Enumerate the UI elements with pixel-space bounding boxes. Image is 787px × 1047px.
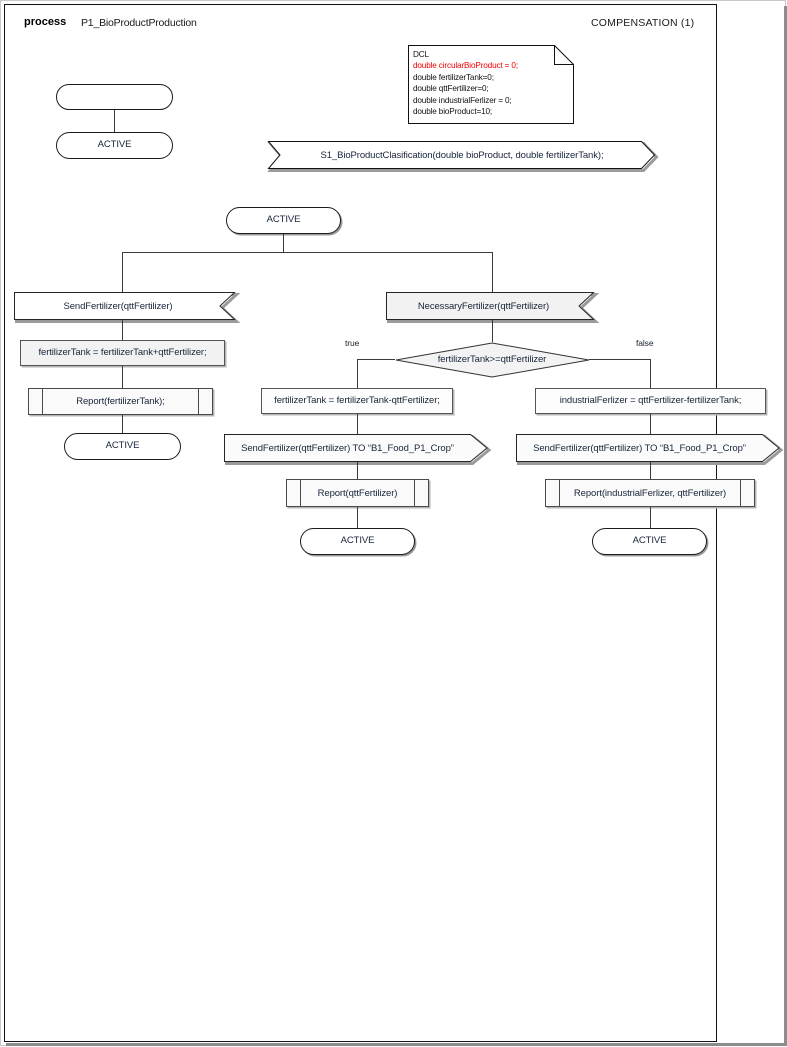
connector-false-1 (650, 414, 651, 434)
receive-necessary-fertilizer[interactable]: NecessaryFertilizer(qttFertilizer) (386, 292, 600, 323)
branch-true-horizontal (357, 359, 395, 360)
connector-start-to-active1 (114, 110, 115, 132)
predefined-report-false[interactable]: Report(industrialFerlizer, qttFertilizer… (545, 479, 755, 507)
start-node[interactable] (56, 84, 173, 110)
hexagon-shape-icon (267, 141, 659, 172)
state-active-1[interactable]: ACTIVE (56, 132, 173, 159)
predefined-report-left-label: Report(fertilizerTank); (76, 396, 165, 407)
note-line-3: double industrialFerlizer = 0; (413, 95, 512, 105)
branch-false-vertical (650, 359, 651, 388)
page-border-right (716, 4, 717, 1042)
send-arrow-shape-icon (224, 434, 492, 465)
state-active-left-end[interactable]: ACTIVE (64, 433, 181, 460)
state-active-2[interactable]: ACTIVE (226, 207, 341, 234)
note-line-4: double bioProduct=10; (413, 107, 493, 117)
decision-label: fertilizerTank>=qttFertilizer (437, 353, 547, 365)
predef-bar-right (198, 389, 199, 414)
state-active-true-end[interactable]: ACTIVE (300, 528, 415, 555)
edge-label-true: true (345, 338, 360, 348)
connector-left-3 (122, 415, 123, 433)
connector-active2-down (283, 234, 284, 252)
compensation-label: COMPENSATION (1) (591, 17, 695, 29)
page-border-top (4, 4, 717, 5)
assign-false[interactable]: industrialFerlizer = qttFertilizer-ferti… (535, 388, 766, 414)
note-outline-icon (408, 45, 574, 124)
fork-branch-left (122, 252, 123, 293)
send-fertilizer-false[interactable]: SendFertilizer(qttFertilizer) TO “B1_Foo… (516, 434, 784, 465)
predefined-report-true-label: Report(qttFertilizer) (317, 487, 398, 499)
decision-fertilizer-check[interactable]: fertilizerTank>=qttFertilizer (395, 342, 590, 378)
predefined-report-true[interactable]: Report(qttFertilizer) (286, 479, 429, 507)
fork-branch-right (492, 252, 493, 293)
connector-false-3 (650, 507, 651, 528)
send-fertilizer-true-label: SendFertilizer(qttFertilizer) TO “B1_Foo… (241, 442, 454, 454)
page-shadow-right (784, 6, 787, 1046)
branch-false-horizontal (589, 359, 650, 360)
process-keyword: process (24, 16, 67, 28)
page-shadow-bottom (6, 1043, 787, 1046)
diamond-shape-icon (395, 342, 590, 378)
connector-false-2 (650, 462, 651, 479)
predef-bar-right (740, 480, 741, 506)
predef-bar-left (300, 480, 301, 506)
receive-shape-icon (386, 292, 600, 323)
send-fertilizer-false-label: SendFertilizer(qttFertilizer) TO “B1_Foo… (533, 442, 746, 454)
predefined-report-false-label: Report(industrialFerlizer, qttFertilizer… (573, 487, 727, 499)
connector-true-2 (357, 462, 358, 479)
note-line-2: double qttFertilizer=0; (413, 84, 489, 94)
receive-necessary-fertilizer-label: NecessaryFertilizer(qttFertilizer) (417, 300, 550, 312)
send-fertilizer-true[interactable]: SendFertilizer(qttFertilizer) TO “B1_Foo… (224, 434, 492, 465)
connector-left-2 (122, 366, 123, 388)
receive-send-fertilizer-label: SendFertilizer(qttFertilizer) (63, 300, 173, 312)
predef-bar-left (42, 389, 43, 414)
page-border-left (4, 4, 5, 1042)
predef-bar-right (414, 480, 415, 506)
declaration-note: DCL double circularBioProduct = 0; doubl… (408, 45, 574, 124)
predef-bar-left (559, 480, 560, 506)
assign-true[interactable]: fertilizerTank = fertilizerTank-qttFerti… (261, 388, 453, 414)
predefined-report-left[interactable]: Report(fertilizerTank); (28, 388, 213, 415)
note-title: DCL (413, 50, 429, 59)
connector-right-1 (492, 320, 493, 342)
connector-left-1 (122, 320, 123, 340)
page-border-bottom (4, 1041, 717, 1042)
connector-true-1 (357, 414, 358, 434)
branch-true-vertical (357, 359, 358, 388)
note-line-0: double circularBioProduct = 0; (413, 61, 518, 71)
edge-label-false: false (636, 338, 654, 348)
page-title: P1_BioProductProduction (81, 17, 197, 29)
receive-send-fertilizer[interactable]: SendFertilizer(qttFertilizer) (14, 292, 241, 323)
note-line-1: double fertilizerTank=0; (413, 72, 494, 82)
receive-shape-icon (14, 292, 241, 323)
assign-left[interactable]: fertilizerTank = fertilizerTank+qttFerti… (20, 340, 225, 366)
service-call-s1[interactable]: S1_BioProductClasification(double bioPro… (267, 141, 659, 172)
send-arrow-shape-icon (516, 434, 784, 465)
fork-horizontal (122, 252, 493, 253)
state-active-false-end[interactable]: ACTIVE (592, 528, 707, 555)
connector-true-3 (357, 507, 358, 528)
service-call-s1-label: S1_BioProductClasification(double bioPro… (320, 149, 604, 161)
note-body: DCL double circularBioProduct = 0; doubl… (413, 49, 570, 117)
